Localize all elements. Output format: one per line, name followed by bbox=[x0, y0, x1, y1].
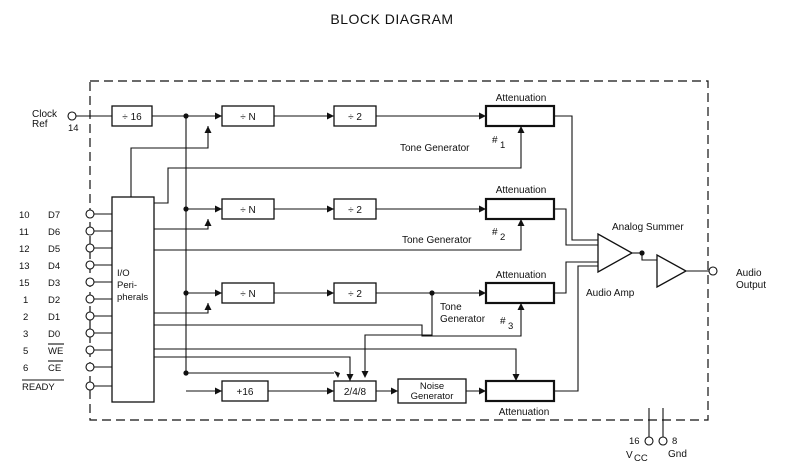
audio-output-label-line1: Audio bbox=[736, 268, 762, 279]
pin-d5: 12 D5 bbox=[19, 243, 112, 255]
pin-d5-number: 12 bbox=[19, 244, 30, 255]
audio-amp-label: Audio Amp bbox=[586, 288, 635, 299]
pin-d4-number: 13 bbox=[19, 261, 30, 272]
analog-summer bbox=[597, 232, 634, 274]
pin-ready: READY bbox=[22, 379, 112, 393]
pin-d6-terminal bbox=[85, 226, 95, 236]
pin-d4-terminal bbox=[85, 260, 95, 270]
divide-2-label-3: ÷ 2 bbox=[348, 289, 362, 300]
pin-d6-name: D6 bbox=[48, 227, 60, 238]
pin-we-number: 5 bbox=[23, 346, 28, 357]
pin-d2: 1 D2 bbox=[23, 294, 112, 306]
audio-amp bbox=[656, 253, 688, 289]
pin-ce: 6 CE bbox=[23, 360, 112, 374]
generator-label-3: Generator bbox=[440, 314, 486, 325]
noise-label-line1: Noise bbox=[420, 381, 444, 392]
tone-generator-label-2: Tone Generator bbox=[402, 235, 472, 246]
pin-d1: 2 D1 bbox=[23, 311, 112, 323]
divide-2-label-1: ÷ 2 bbox=[348, 112, 362, 123]
pin-d2-number: 1 bbox=[23, 295, 28, 306]
pin-ce-name: CE bbox=[48, 363, 61, 374]
tone-number-1: 1 bbox=[500, 140, 505, 151]
clock-ref-pin bbox=[67, 111, 77, 121]
pin-d3-name: D3 bbox=[48, 278, 60, 289]
pin-d2-name: D2 bbox=[48, 295, 60, 306]
pin-d4: 13 D4 bbox=[19, 260, 112, 272]
pin-ready-terminal bbox=[85, 381, 95, 391]
pin-d0-name: D0 bbox=[48, 329, 60, 340]
io-label-line3: pherals bbox=[117, 292, 148, 303]
attenuation-label-3: Attenuation bbox=[496, 270, 547, 281]
pin-d0-number: 3 bbox=[23, 329, 28, 340]
pin-ready-name: READY bbox=[22, 382, 55, 393]
pin-we-terminal bbox=[85, 345, 95, 355]
hash-1: # bbox=[492, 135, 498, 146]
pin-d3-terminal bbox=[85, 277, 95, 287]
attenuator-2 bbox=[484, 197, 556, 221]
attenuation-label-2: Attenuation bbox=[496, 185, 547, 196]
pin-d7-number: 10 bbox=[19, 210, 30, 221]
vcc-label: V bbox=[626, 450, 633, 461]
divide-n-label-2: ÷ N bbox=[240, 205, 256, 216]
gnd-pin bbox=[658, 436, 668, 446]
tone-number-3: 3 bbox=[508, 321, 513, 332]
pin-d3-number: 15 bbox=[19, 278, 30, 289]
pin-d1-terminal bbox=[85, 311, 95, 321]
hash-2: # bbox=[492, 227, 498, 238]
attenuator-1 bbox=[484, 104, 556, 128]
pin-d6: 11 D6 bbox=[19, 226, 112, 238]
vcc-pin bbox=[644, 436, 654, 446]
attenuation-label-noise: Attenuation bbox=[499, 407, 550, 418]
tone-label-3: Tone bbox=[440, 302, 462, 313]
diagram-title: BLOCK DIAGRAM bbox=[330, 11, 453, 27]
pin-d7-name: D7 bbox=[48, 210, 60, 221]
clock-ref-label-line2: Ref bbox=[32, 119, 48, 130]
pin-ce-terminal bbox=[85, 362, 95, 372]
divide-n-label-1: ÷ N bbox=[240, 112, 256, 123]
pin-d7: 10 D7 bbox=[19, 209, 112, 221]
attenuator-3 bbox=[484, 281, 556, 305]
pin-d4-name: D4 bbox=[48, 261, 60, 272]
pin-d6-number: 11 bbox=[19, 227, 29, 238]
pin-we: 5 WE bbox=[23, 343, 112, 357]
vcc-pin-number: 16 bbox=[629, 436, 640, 447]
audio-output-label-line2: Output bbox=[736, 280, 766, 291]
audio-output-pin bbox=[708, 266, 718, 276]
clock-ref-label-line1: Clock bbox=[32, 109, 58, 120]
pin-d3: 15 D3 bbox=[19, 277, 112, 289]
pin-d1-number: 2 bbox=[23, 312, 28, 323]
noise-label-line2: Generator bbox=[411, 391, 454, 402]
pin-d0-terminal bbox=[85, 328, 95, 338]
pin-ce-number: 6 bbox=[23, 363, 28, 374]
pin-d5-name: D5 bbox=[48, 244, 60, 255]
plus-16-label: +16 bbox=[237, 387, 254, 398]
divide-16-label: ÷ 16 bbox=[122, 112, 142, 123]
gnd-pin-number: 8 bbox=[672, 436, 677, 447]
vcc-subscript: CC bbox=[634, 453, 648, 464]
selector-248-label: 2/4/8 bbox=[344, 387, 367, 398]
gnd-label: Gnd bbox=[668, 449, 687, 460]
divide-2-label-2: ÷ 2 bbox=[348, 205, 362, 216]
divide-n-label-3: ÷ N bbox=[240, 289, 256, 300]
attenuator-noise bbox=[484, 379, 556, 403]
clock-ref-pin-number: 14 bbox=[68, 123, 79, 134]
pin-we-name: WE bbox=[48, 346, 63, 357]
tone-generator-label-1: Tone Generator bbox=[400, 143, 470, 154]
analog-summer-label: Analog Summer bbox=[612, 222, 684, 233]
noise-generator-block bbox=[397, 378, 467, 404]
pin-d2-terminal bbox=[85, 294, 95, 304]
pin-d0: 3 D0 bbox=[23, 328, 112, 340]
pin-d5-terminal bbox=[85, 243, 95, 253]
pin-d1-name: D1 bbox=[48, 312, 60, 323]
io-label-line2: Peri- bbox=[117, 280, 137, 291]
io-label-line1: I/O bbox=[117, 268, 130, 279]
hash-3: # bbox=[500, 316, 506, 327]
pin-d7-terminal bbox=[85, 209, 95, 219]
tone-number-2: 2 bbox=[500, 232, 505, 243]
attenuation-label-1: Attenuation bbox=[496, 93, 547, 104]
